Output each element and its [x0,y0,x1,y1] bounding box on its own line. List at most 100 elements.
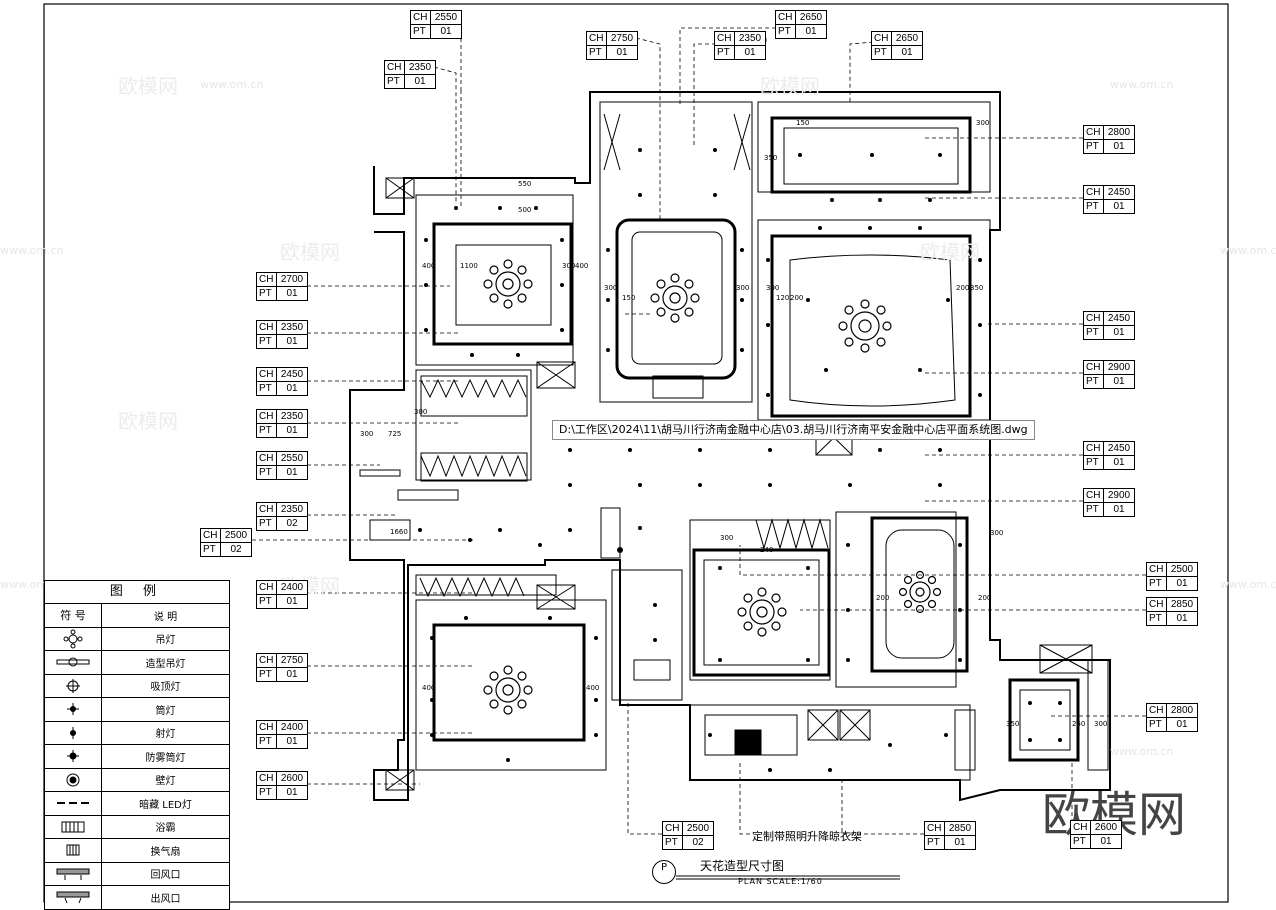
watermark-url: www.om.cn [1220,244,1276,257]
watermark-brand: 欧模网 [280,240,340,264]
svg-text:300: 300 [360,430,373,438]
svg-text:300: 300 [736,284,749,292]
svg-text:250: 250 [1072,720,1085,728]
watermark-url: www.om.cn [1110,745,1174,758]
svg-text:200: 200 [790,294,803,302]
svg-text:350: 350 [1006,720,1019,728]
svg-text:500: 500 [518,206,531,214]
svg-text:350: 350 [970,284,983,292]
drawing-note: 定制带照明升降晾衣架 [752,830,862,843]
watermark-brand: 欧模网 [760,74,820,98]
svg-text:300: 300 [604,284,617,292]
svg-text:120: 120 [776,294,789,302]
wall-lamp-icon [66,773,80,787]
bath-heater-icon [61,821,85,833]
svg-text:300: 300 [414,408,427,416]
svg-text:200: 200 [978,594,991,602]
chandelier-icon [63,629,83,649]
svg-text:400: 400 [422,684,435,692]
drawing-scale: PLAN SCALE:1/60 [738,877,823,886]
plan-marker: P [652,860,676,884]
svg-text:300: 300 [990,529,1003,537]
legend-row: 防雾筒灯 [45,745,229,769]
shaped-pendant-icon [56,657,90,667]
legend-row: 吊灯 [45,627,229,651]
svg-text:725: 725 [388,430,401,438]
watermark-url: www.om.cn [0,244,64,257]
svg-text:400: 400 [422,262,435,270]
svg-text:1100: 1100 [460,262,478,270]
legend-row: 射灯 [45,721,229,745]
legend-row: 吸顶灯 [45,674,229,698]
svg-text:300: 300 [766,284,779,292]
legend-row: 回风口 [45,862,229,886]
watermark-url: www.om.cn [200,78,264,91]
spotlight-icon [70,726,76,739]
legend-row: 换气扇 [45,839,229,863]
supply-vent-icon [56,891,90,904]
legend-table: 图 例 符 号 说 明 吊灯 造型吊灯 吸顶灯 筒灯 射灯 防雾筒灯 壁灯 暗藏… [44,580,230,910]
return-vent-icon [56,868,90,880]
watermark-brand: 欧模网 [920,240,980,264]
svg-text:200: 200 [956,284,969,292]
svg-text:150: 150 [622,294,635,302]
ceiling-light-icon [66,678,80,693]
svg-text:400: 400 [575,262,588,270]
legend-row: 筒灯 [45,698,229,722]
svg-text:300: 300 [1094,720,1107,728]
svg-text:200: 200 [876,594,889,602]
downlight-icon [67,703,79,716]
legend-title: 图 例 [45,581,229,604]
legend-row: 暗藏 LED灯 [45,792,229,816]
legend-row: 浴霸 [45,815,229,839]
svg-text:1660: 1660 [390,528,408,536]
legend-row: 出风口 [45,886,229,909]
file-path-tooltip: D:\工作区\2024\11\胡马川行济南金融中心店\03.胡马川行济南平安金融… [552,420,1035,440]
watermark-brand: 欧模网 [118,74,178,98]
svg-text:350: 350 [764,154,777,162]
fog-downlight-icon [67,750,79,763]
svg-text:400: 400 [586,684,599,692]
exhaust-fan-icon [66,844,80,856]
watermark-brand: 欧模网 [118,409,178,433]
legend-header: 符 号 说 明 [45,604,229,628]
led-strip-icon [57,802,89,805]
svg-text:300: 300 [976,119,989,127]
svg-text:240: 240 [760,546,773,554]
watermark-url: www.om.cn [1110,78,1174,91]
legend-col-symbol: 符 号 [45,604,102,627]
svg-text:300: 300 [720,534,733,542]
watermark-url: www.om.cn [1220,578,1276,591]
legend-row: 壁灯 [45,768,229,792]
